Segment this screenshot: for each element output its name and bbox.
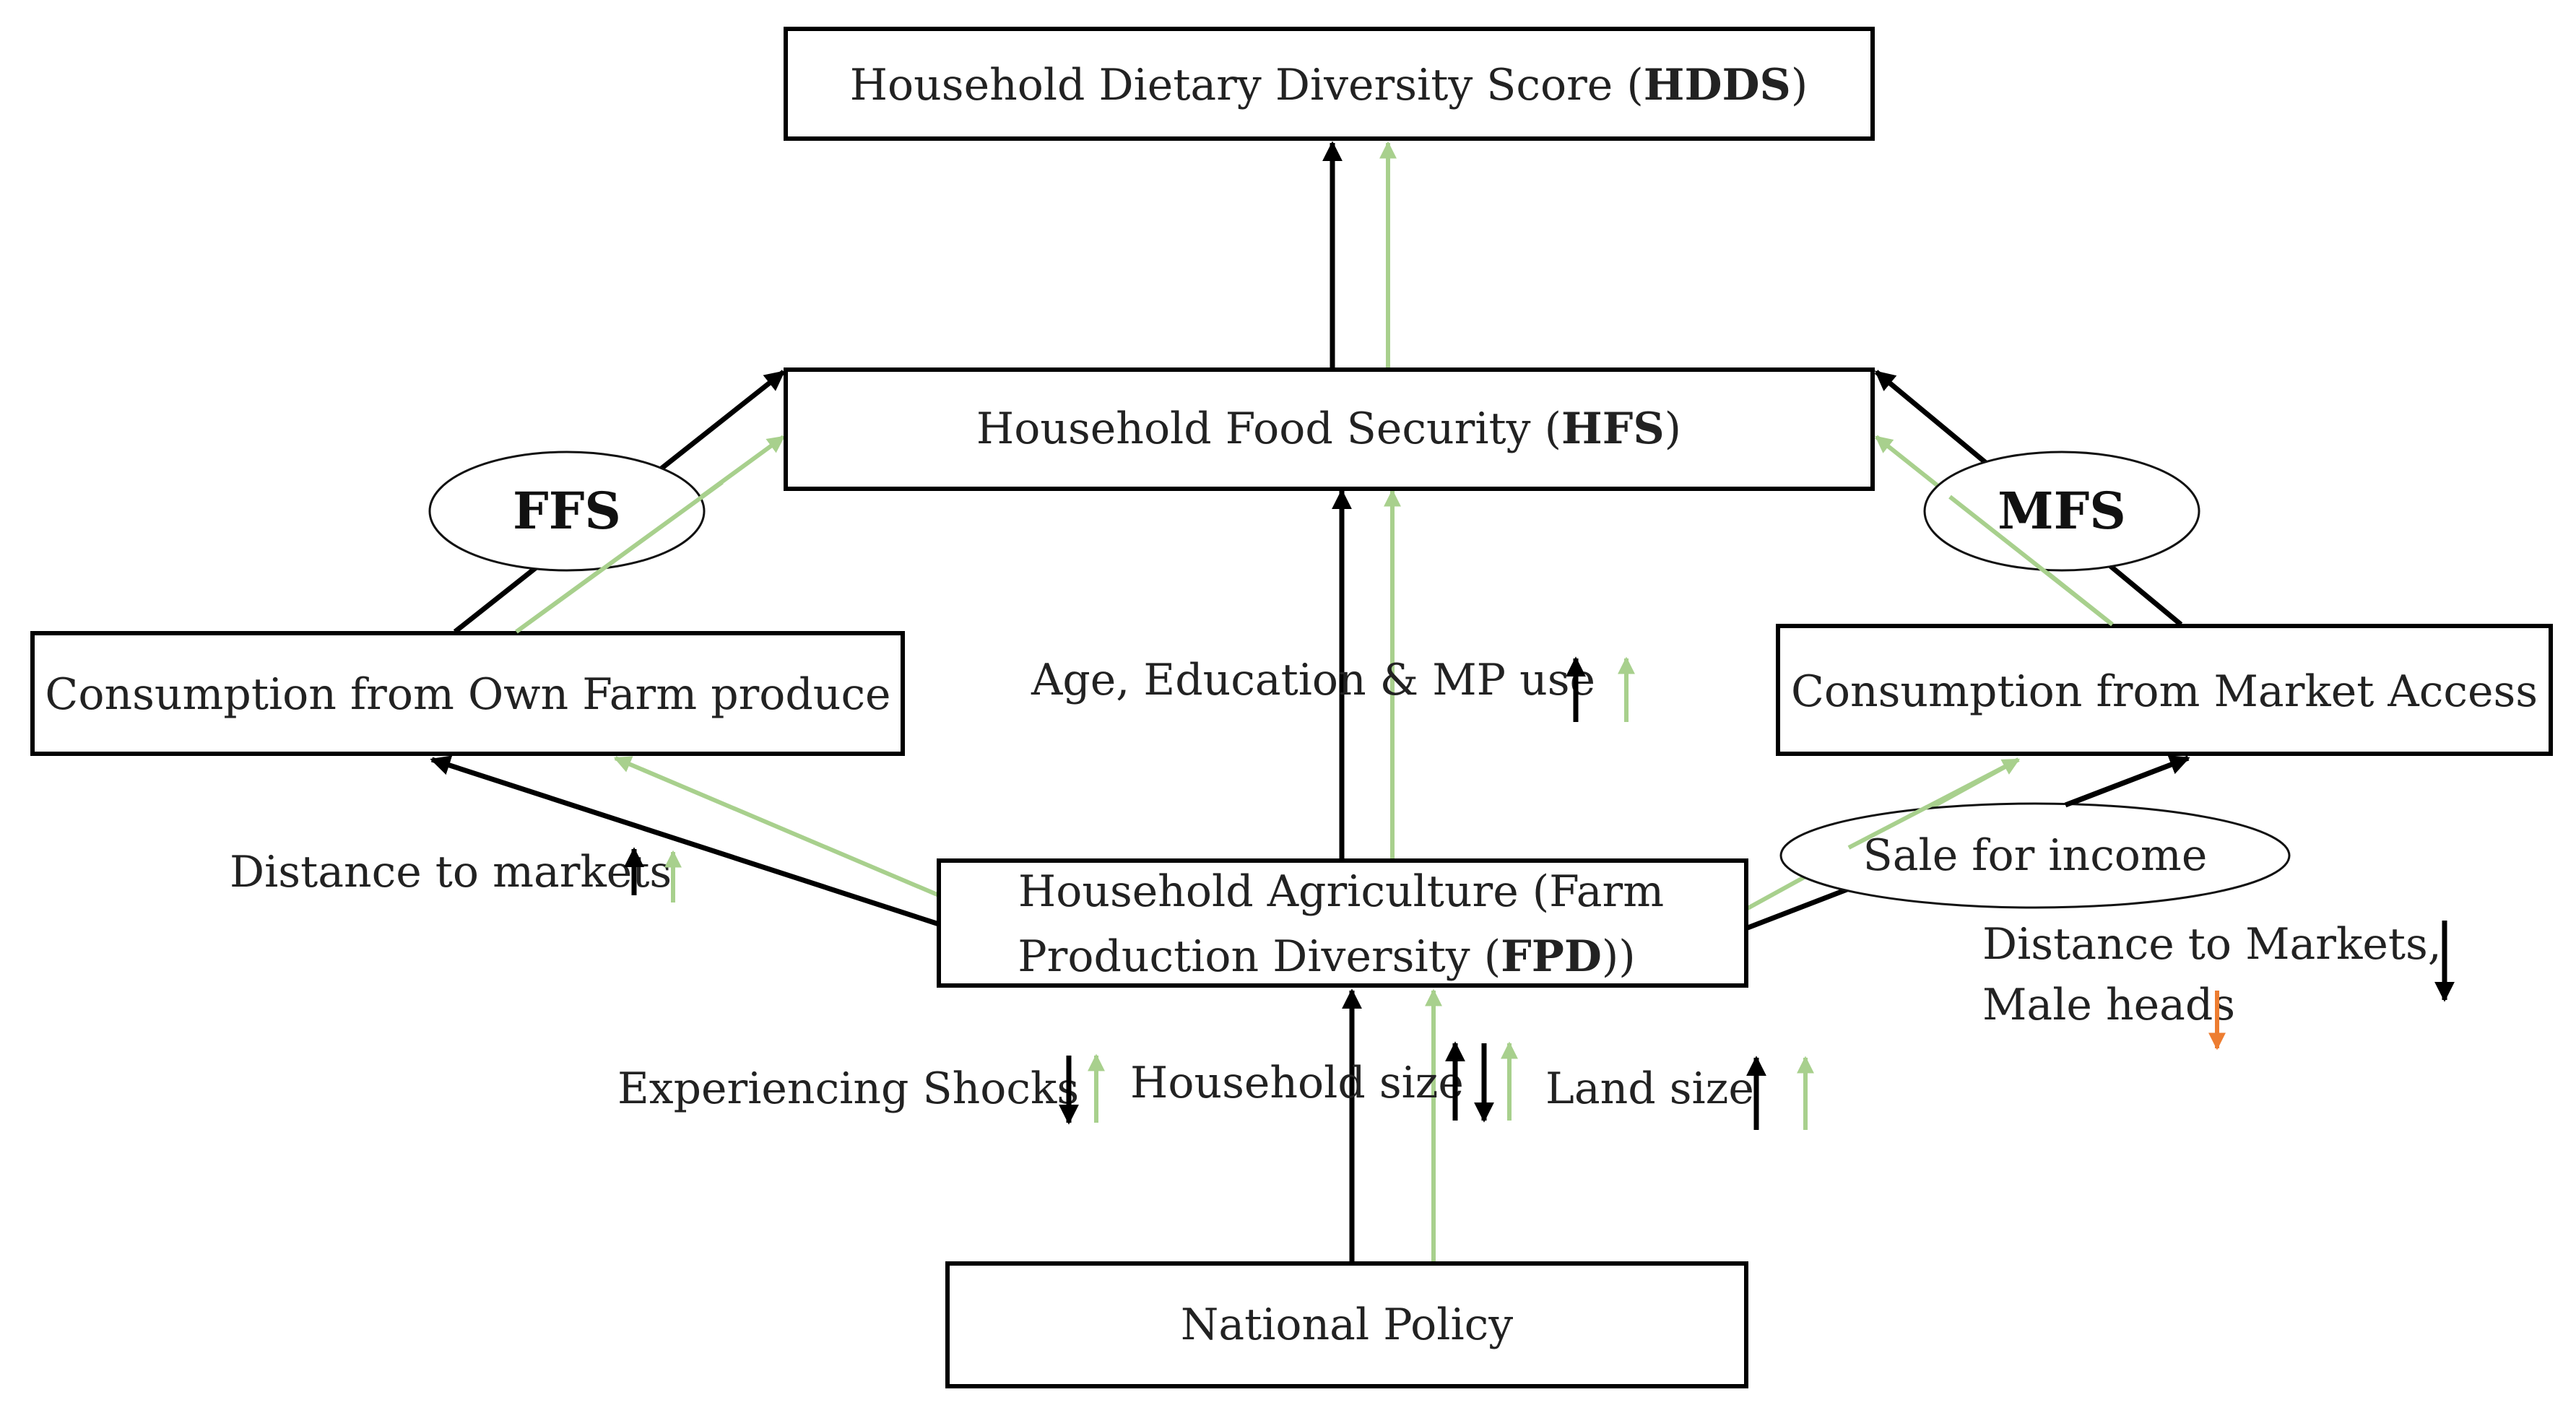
svg-text:Household Food Security (HFS): Household Food Security (HFS) xyxy=(976,404,1681,454)
arrow-fpd-to-ownfarm-green xyxy=(613,756,940,897)
sale-green-overlay xyxy=(1847,757,2020,850)
fpd-box: Household Agriculture (Farm Production D… xyxy=(937,858,1748,988)
land-size-label: Land size xyxy=(1545,1064,1754,1114)
hfs-label: Household Food Security ( xyxy=(976,404,1561,454)
factor-household-size: Household size xyxy=(1130,1041,1518,1123)
overlay-lines xyxy=(515,480,2190,850)
hdds-suffix: ) xyxy=(1791,60,1808,110)
ffs-label: FFS xyxy=(513,481,621,541)
household-size-label: Household size xyxy=(1130,1058,1464,1108)
fpd-label-line2: Production Diversity ( xyxy=(1018,931,1501,982)
hdds-box: Household Dietary Diversity Score (HDDS) xyxy=(784,27,1875,141)
own-farm-label: Consumption from Own Farm produce xyxy=(45,669,890,720)
factor-age-education: Age, Education & MP use xyxy=(1031,655,1635,722)
factor-land-size: Land size xyxy=(1545,1056,1814,1130)
male-heads-label: Male heads xyxy=(1982,980,2235,1030)
policy-box: National Policy xyxy=(945,1261,1748,1388)
market-green-overlay xyxy=(1948,495,2114,627)
sale-black-overlay xyxy=(2064,755,2190,808)
arrow-fpd-to-ownfarm-black xyxy=(430,755,940,927)
sale-ellipse: Sale for income xyxy=(1779,802,2291,909)
policy-label: National Policy xyxy=(1181,1300,1513,1350)
distance-left-label: Distance to markets xyxy=(230,847,672,897)
factor-distance-right: Distance to Markets, Male heads xyxy=(1982,919,2455,1051)
hfs-box: Household Food Security (HFS) xyxy=(784,367,1875,491)
own-farm-box: Consumption from Own Farm produce xyxy=(30,631,905,756)
market-box: Consumption from Market Access xyxy=(1776,624,2553,756)
shocks-label: Experiencing Shocks xyxy=(617,1064,1079,1114)
fpd-suffix: )) xyxy=(1602,931,1636,982)
hfs-suffix: ) xyxy=(1665,404,1681,454)
mfs-ellipse: MFS xyxy=(1923,451,2200,572)
sale-label: Sale for income xyxy=(1863,830,2208,881)
fpd-label-line1: Household Agriculture (Farm xyxy=(1018,866,1664,917)
market-label: Consumption from Market Access xyxy=(1791,666,2538,717)
factor-distance-left: Distance to markets xyxy=(230,847,682,902)
hdds-abbrev: HDDS xyxy=(1644,60,1791,110)
distance-right-label: Distance to Markets, xyxy=(1982,919,2442,970)
hfs-abbrev: HFS xyxy=(1561,404,1665,454)
factor-shocks: Experiencing Shocks xyxy=(617,1053,1105,1125)
svg-text:Household Dietary Diversity Sc: Household Dietary Diversity Score (HDDS) xyxy=(850,60,1808,110)
svg-text:Production Diversity (FPD)): Production Diversity (FPD)) xyxy=(1018,931,1635,982)
mfs-label: MFS xyxy=(1998,481,2126,541)
age-education-label: Age, Education & MP use xyxy=(1031,655,1595,705)
fpd-abbrev: FPD xyxy=(1501,931,1602,982)
ffs-ellipse: FFS xyxy=(428,451,706,572)
ownfarm-green-overlay xyxy=(515,480,724,634)
hdds-label: Household Dietary Diversity Score ( xyxy=(850,60,1644,110)
